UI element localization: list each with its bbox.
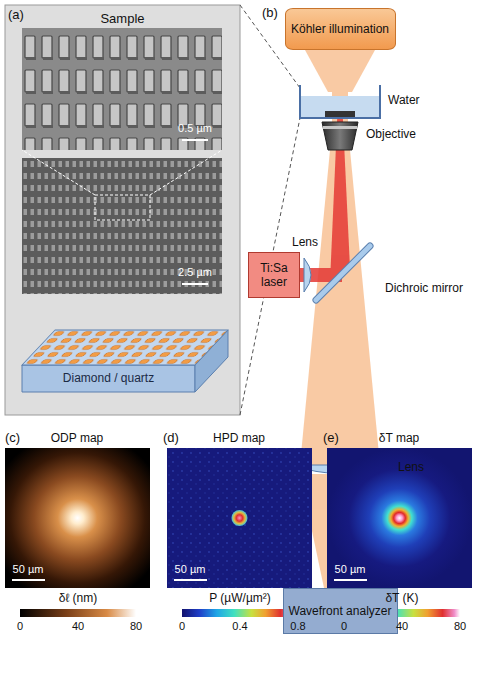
component-label: Lens <box>398 461 424 474</box>
scale-label: 50 µm <box>13 563 44 575</box>
heat-spot <box>232 510 248 526</box>
map-title: δT map <box>379 432 419 445</box>
tick-value: 80 <box>454 620 466 632</box>
tick-value: 0 <box>179 620 185 632</box>
colorbar <box>182 609 298 617</box>
hpd-map-image <box>167 448 312 588</box>
panel-letter: (d) <box>163 431 179 445</box>
panel-letter: (b) <box>262 6 278 20</box>
colorbar-label: δT (K) <box>385 592 418 605</box>
tick-value: 40 <box>396 620 408 632</box>
dichroic-mirror <box>316 246 370 300</box>
panel-letter: (a) <box>8 8 24 22</box>
sample-panel: SampleDiamond / quartz <box>5 5 240 415</box>
objective-band <box>323 126 357 129</box>
map-title: ODP map <box>51 432 103 445</box>
sample-panel-ground <box>5 5 240 415</box>
scale-label: 50 µm <box>175 563 206 575</box>
substrate-block: Diamond / quartz <box>22 365 195 392</box>
node-text: Diamond / quartz <box>63 371 154 385</box>
scale-bar <box>174 579 207 581</box>
map-title: HPD map <box>213 432 265 445</box>
tick-value: 80 <box>130 620 142 632</box>
node-text: Wavefront analyzer <box>289 604 392 618</box>
panel-letter: (e) <box>323 431 339 445</box>
component-label: Water <box>388 94 420 107</box>
tick-value: 0.8 <box>290 620 305 632</box>
component-label: Objective <box>366 128 416 141</box>
objective-lens <box>322 122 358 150</box>
substrate-illustration <box>22 330 228 392</box>
zoom-region <box>95 195 150 220</box>
scale-label: 50 µm <box>335 563 366 575</box>
zoom-line <box>240 118 300 415</box>
colorbar <box>20 609 136 617</box>
zoom-leader <box>150 150 222 195</box>
colorbar-label: P (µW/µm²) <box>209 592 271 605</box>
scale-bar <box>12 579 45 581</box>
odp-map-image <box>5 448 150 588</box>
tick-value: 0 <box>17 620 23 632</box>
temperature-map-image <box>327 448 472 588</box>
tick-value: 40 <box>72 620 84 632</box>
colorbar-label: δℓ (nm) <box>59 592 98 605</box>
zoom-leader <box>22 150 95 195</box>
node-text: Ti:Sa laser <box>252 261 296 290</box>
node-text: Sample <box>100 11 144 27</box>
sem-image-wide <box>22 158 222 294</box>
tick-value: 0.4 <box>232 620 247 632</box>
node-text: Köhler illumination <box>291 22 389 36</box>
component-label: Lens <box>292 236 318 249</box>
tick-value: 0 <box>341 620 347 632</box>
scale-bar <box>182 283 208 285</box>
scale-bar <box>182 139 208 141</box>
laser-box: Ti:Sa laser <box>248 252 300 298</box>
light-source-box: Köhler illumination <box>285 8 396 50</box>
panel-letter: (c) <box>5 431 20 445</box>
water-dish <box>300 85 380 118</box>
dichroic-mirror <box>316 246 370 300</box>
scale-label: 0.5 µm <box>178 122 212 134</box>
sem-image-zoom <box>22 28 222 150</box>
component-label: Dichroic mirror <box>385 282 463 295</box>
laser-lens <box>304 258 311 292</box>
scale-label: 2.5 µm <box>178 266 212 278</box>
scale-bar <box>334 579 367 581</box>
